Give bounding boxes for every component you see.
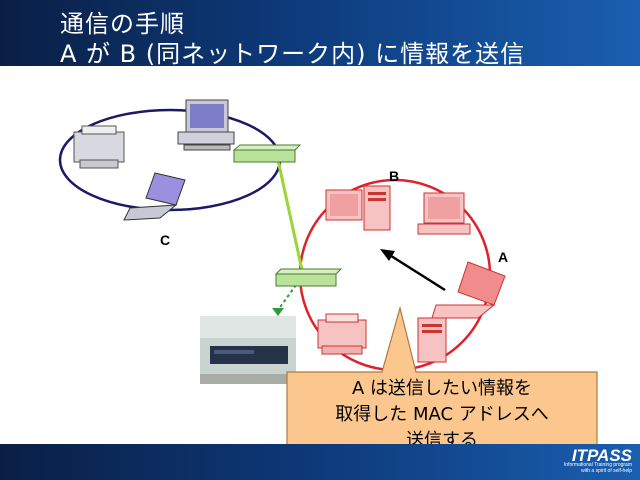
send-arrowhead: [380, 249, 395, 261]
printer-icon-right: [317, 313, 367, 355]
itpass-tagline-line-1: Informational Training program: [563, 462, 632, 468]
printer-icon: [73, 125, 125, 169]
itpass-tagline-line-2: with a spirit of self-help: [581, 468, 632, 474]
node-label-b: B: [389, 168, 399, 184]
laptop-icon: [123, 172, 186, 221]
backbone-link: [276, 159, 304, 271]
callout-line-2: 取得した MAC アドレスへ: [335, 404, 549, 425]
server-icon-b: [325, 185, 391, 231]
switch-icon-right: [274, 268, 343, 287]
callout-text: A は送信したい情報を 取得した MAC アドレスへ 送信する: [287, 376, 597, 454]
desktop-pc-icon: [177, 99, 235, 151]
slide-header: [0, 0, 640, 66]
switch-icon-left: [232, 144, 302, 163]
router-link-arrowhead: [272, 308, 284, 316]
send-arrow: [387, 252, 446, 292]
slide-subtitle: A が B (同ネットワーク内) に情報を送信: [60, 40, 526, 68]
router-photo: [200, 316, 296, 384]
node-label-c: C: [160, 232, 170, 248]
callout-line-1: A は送信したい情報を: [351, 378, 533, 399]
itpass-logo: ITPASS: [571, 446, 632, 465]
node-label-a: A: [498, 249, 508, 265]
itpass-tagline: Informational Training program with a sp…: [552, 462, 632, 474]
router-link: [277, 284, 297, 311]
desktop-pc-icon-right: [417, 192, 471, 235]
slide-title: 通信の手順: [60, 10, 185, 38]
laptop-icon-a: [431, 261, 506, 319]
tower-server-icon: [417, 317, 447, 363]
slide-footer: [0, 444, 640, 480]
